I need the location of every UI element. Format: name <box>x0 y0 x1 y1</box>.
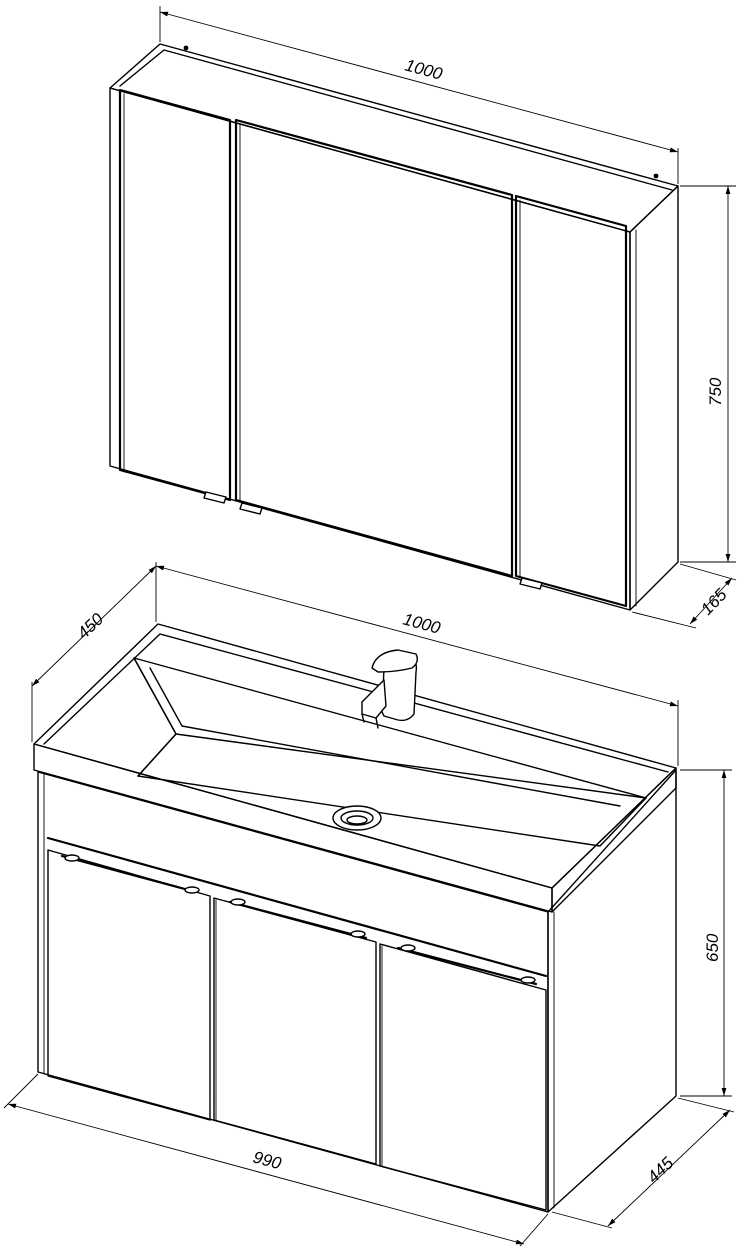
vanity-cabinet <box>33 623 677 1213</box>
dimension-label: 445 <box>644 1153 678 1187</box>
dimension-label: 990 <box>251 1148 284 1174</box>
dimension-vanity-body-depth: 445 <box>551 1097 735 1229</box>
dimension-label: 165 <box>697 585 731 619</box>
mirror-left-door <box>118 88 232 502</box>
dimension-label: 450 <box>74 609 108 643</box>
dimension-mirror-depth: 165 <box>631 563 737 629</box>
mirror-handle-center <box>239 502 263 515</box>
dimension-label: 650 <box>703 933 722 962</box>
drain-icon <box>332 805 382 831</box>
vanity-right-door <box>379 943 547 1211</box>
dimension-mirror-height: 750 <box>680 185 736 563</box>
door-handle-rail <box>60 854 198 894</box>
vanity-center-door <box>213 897 377 1165</box>
door-handle-rail <box>228 900 368 940</box>
dimension-vanity-height: 650 <box>680 769 732 1097</box>
mirror-handle-left <box>203 491 227 504</box>
mirror-handle-right <box>519 577 543 590</box>
mounting-screw-icon <box>183 45 189 51</box>
washbasin <box>33 623 677 889</box>
door-handle-rail <box>396 946 538 986</box>
dimension-vanity-body-width: 990 <box>3 1073 549 1247</box>
dimension-label: 750 <box>706 377 725 406</box>
mounting-screw-icon <box>653 173 659 179</box>
mirror-right-door <box>514 194 628 608</box>
